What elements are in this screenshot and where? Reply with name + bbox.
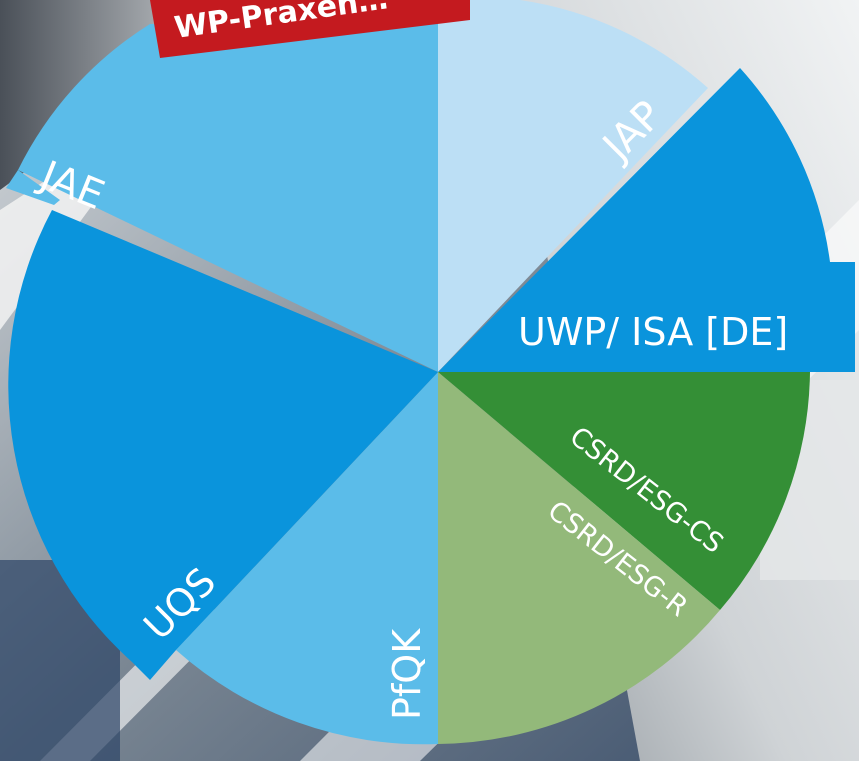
segment-csrd-r[interactable] [438, 372, 720, 744]
service-wheel [6, 0, 855, 745]
segment-uqs[interactable] [8, 210, 438, 680]
segment-uwp[interactable] [438, 68, 855, 372]
label-uwp: UWP/ ISA [DE] [518, 310, 788, 354]
segment-top-left [18, 24, 438, 372]
banner-shape [150, 0, 470, 58]
label-pfqk: PfQK [385, 628, 429, 720]
banner: WP-Praxen… [150, 0, 470, 58]
segment-jae-notch [6, 170, 60, 205]
segment-csrd-cs[interactable] [438, 372, 810, 610]
segment-pfqk[interactable] [176, 372, 438, 745]
segment-jap[interactable] [438, 0, 708, 372]
